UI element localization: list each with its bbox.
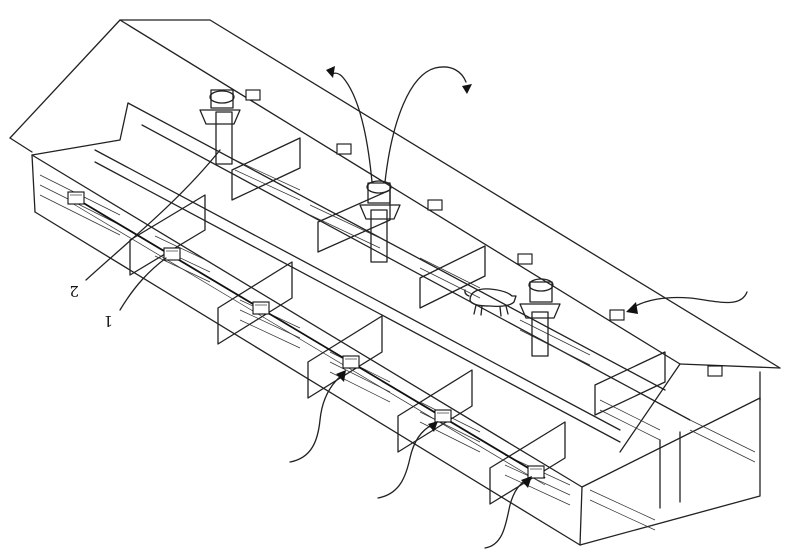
wall-fan-icon [252, 301, 270, 315]
wall-fan-icon [517, 253, 533, 265]
airflow-arrow-icon [377, 421, 438, 499]
airflow-arrow-icon [289, 370, 346, 463]
fan-leader-line [119, 257, 167, 311]
wall-fan-icon [527, 465, 545, 479]
wall-fan-icon [245, 89, 261, 101]
wall-fan-icon [67, 191, 85, 205]
wall-fan-icon [336, 143, 352, 155]
slatted-floor [39, 159, 756, 531]
callout-label-chimney: 2 [69, 282, 79, 300]
wall-fan-icon [427, 199, 443, 211]
front-wall-fans [67, 191, 545, 479]
airflow-arrow-icon [384, 66, 472, 183]
callouts: 2 1 [69, 149, 221, 330]
roof-chimney-icon [359, 180, 401, 263]
roof-chimney-icon [199, 89, 241, 165]
airflow-arrow-icon [626, 291, 748, 314]
airflow-arrows [289, 66, 748, 549]
chimney-leader-line [85, 149, 221, 281]
callout-label-fan: 1 [103, 312, 113, 330]
roof-chimney-icon [519, 278, 561, 357]
pig-icon [464, 288, 517, 317]
wall-fan-icon [609, 309, 625, 321]
back-wall-fans [245, 89, 723, 377]
front-pen-partitions [129, 194, 566, 505]
wall-fan-icon [707, 365, 723, 377]
airflow-arrow-icon [484, 476, 532, 549]
building-walls [31, 102, 761, 546]
air-duct [69, 194, 546, 486]
wall-fan-icon [163, 247, 181, 261]
wall-fan-icon [342, 355, 360, 369]
wall-fan-icon [434, 409, 452, 423]
airflow-arrow-icon [326, 66, 373, 183]
roof-chimneys [199, 89, 561, 357]
back-pen-partitions [231, 137, 666, 416]
roof [9, 19, 781, 453]
